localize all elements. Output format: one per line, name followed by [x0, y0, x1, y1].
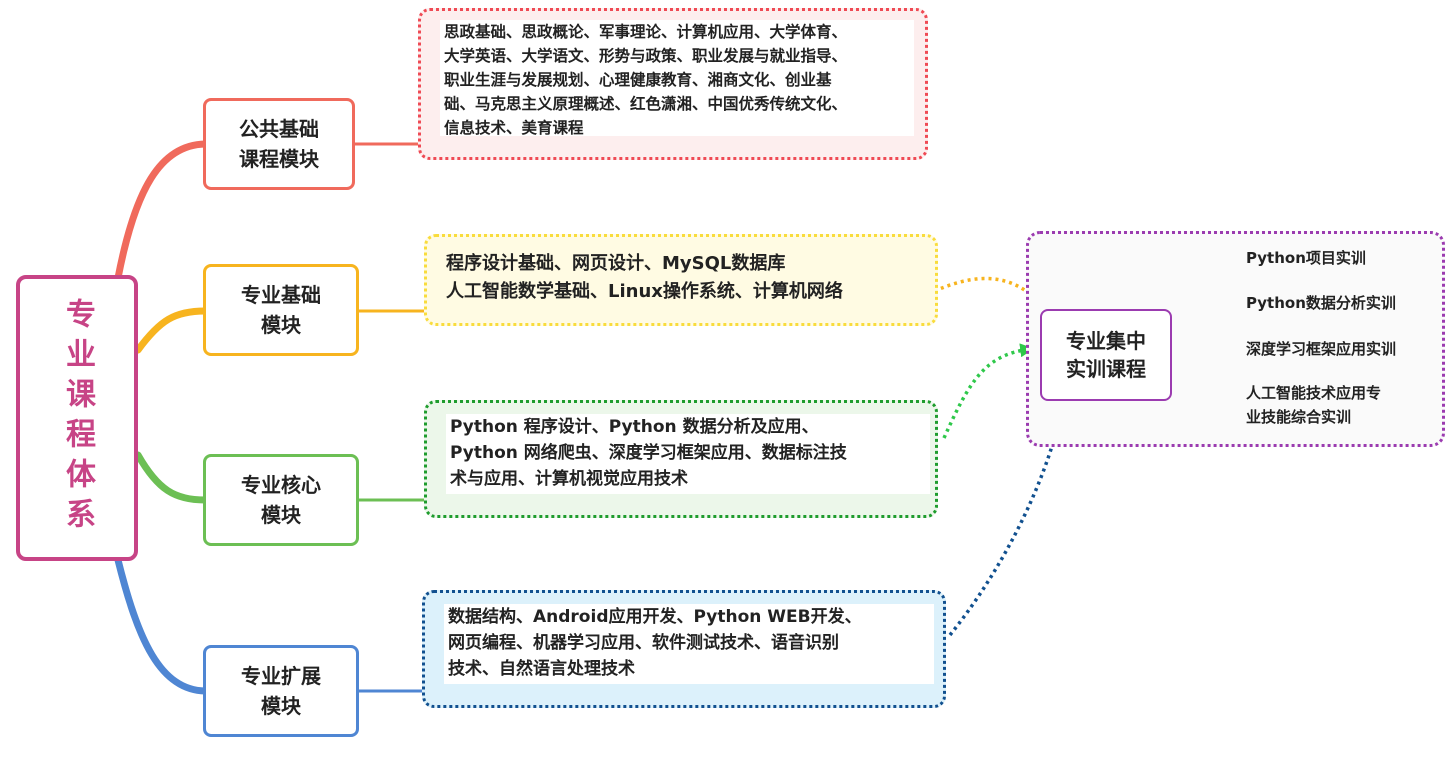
detail-text-core: Python 程序设计、Python 数据分析及应用、 Python 网络爬虫、… [446, 414, 930, 494]
module-label: 专业核心 模块 [241, 473, 321, 527]
detail-text-public: 思政基础、思政概论、军事理论、计算机应用、大学体育、 大学英语、大学语文、形势与… [440, 20, 914, 137]
module-professional-core: 专业核心 模块 [203, 454, 359, 546]
branch-core [134, 451, 209, 504]
root-label: 专业课程体系 [60, 298, 95, 538]
module-label: 公共基础 课程模块 [239, 117, 319, 171]
training-item: 人工智能技术应用专 业技能综合实训 [1246, 384, 1382, 426]
training-node: 专业集中 实训课程 [1040, 309, 1172, 401]
arrow-core-to-training [942, 343, 1035, 439]
training-item: Python数据分析实训 [1246, 294, 1396, 312]
module-public-foundation: 公共基础 课程模块 [203, 98, 355, 190]
module-label: 专业扩展 模块 [241, 664, 321, 718]
detail-text-basic: 程序设计基础、网页设计、MySQL数据库 人工智能数学基础、Linux操作系统、… [446, 253, 843, 302]
branch-public [114, 140, 209, 282]
module-label: 专业基础 模块 [241, 283, 321, 337]
branch-basic [134, 307, 209, 354]
module-professional-foundation: 专业基础 模块 [203, 264, 359, 356]
branch-ext [114, 556, 209, 695]
training-item: 深度学习框架应用实训 [1246, 340, 1397, 358]
detail-text-ext: 数据结构、Android应用开发、Python WEB开发、 网页编程、机器学习… [444, 604, 934, 684]
root-node: 专业课程体系 [16, 275, 138, 561]
training-item: Python项目实训 [1246, 249, 1366, 267]
arrow-basic-to-training [927, 276, 1043, 307]
module-professional-extension: 专业扩展 模块 [203, 645, 359, 737]
arrow-ext-to-training [948, 402, 1068, 637]
training-label: 专业集中 实训课程 [1066, 329, 1146, 381]
detail-box-basic [424, 234, 938, 326]
